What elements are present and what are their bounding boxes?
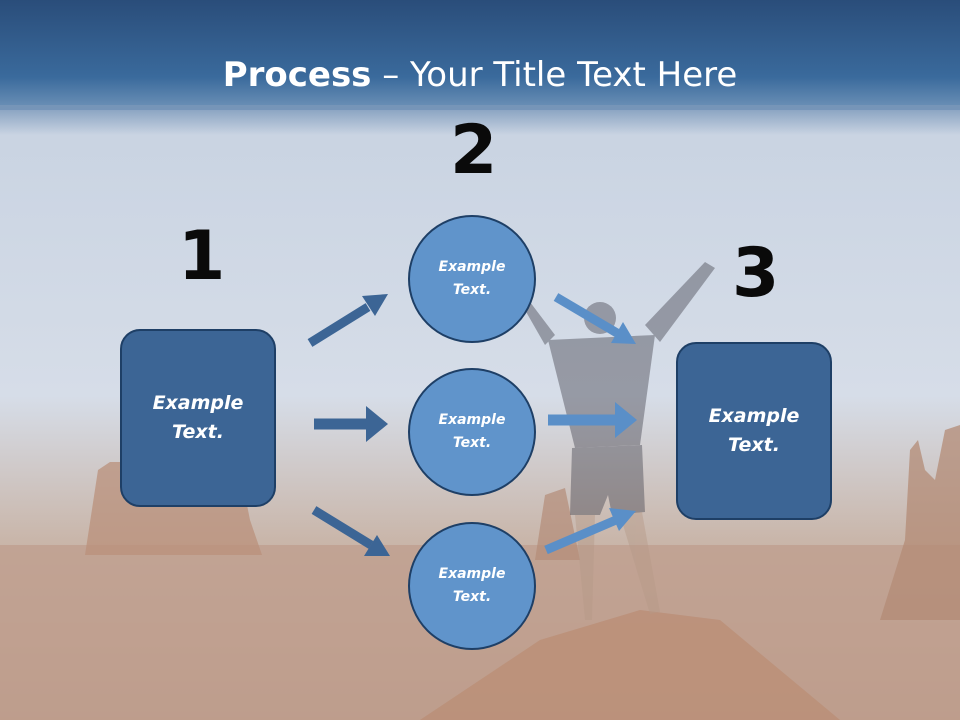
step-2-circle-2-text: Example Text. xyxy=(438,412,506,451)
arrow-2-to-3-middle xyxy=(548,402,637,438)
step-number-3: 3 xyxy=(732,234,780,313)
step-number-2: 2 xyxy=(450,111,498,190)
title-bold: Process xyxy=(222,55,372,95)
step-3-text: Example Text. xyxy=(708,405,800,456)
step-2-circle-3: Example Text. xyxy=(408,522,536,650)
step-2-circle-1-text: Example Text. xyxy=(438,259,506,298)
arrow-1-to-2-top xyxy=(307,294,388,347)
slide-title: Process – Your Title Text Here xyxy=(0,52,960,98)
step-1-text: Example Text. xyxy=(152,392,244,443)
step-2-circle-2: Example Text. xyxy=(408,368,536,496)
step-2-circle-3-text: Example Text. xyxy=(438,566,506,605)
title-rest: – Your Title Text Here xyxy=(371,55,738,95)
title-bar-fade xyxy=(0,105,960,135)
step-2-circle-1: Example Text. xyxy=(408,215,536,343)
arrow-1-to-2-bottom xyxy=(311,506,390,556)
step-3-box: Example Text. xyxy=(676,342,832,520)
arrow-2-to-3-bottom xyxy=(544,508,636,555)
title-bar xyxy=(0,0,960,110)
arrow-1-to-2-middle xyxy=(314,406,388,442)
arrow-2-to-3-top xyxy=(553,293,636,344)
step-1-box: Example Text. xyxy=(120,329,276,507)
step-number-1: 1 xyxy=(178,217,226,296)
